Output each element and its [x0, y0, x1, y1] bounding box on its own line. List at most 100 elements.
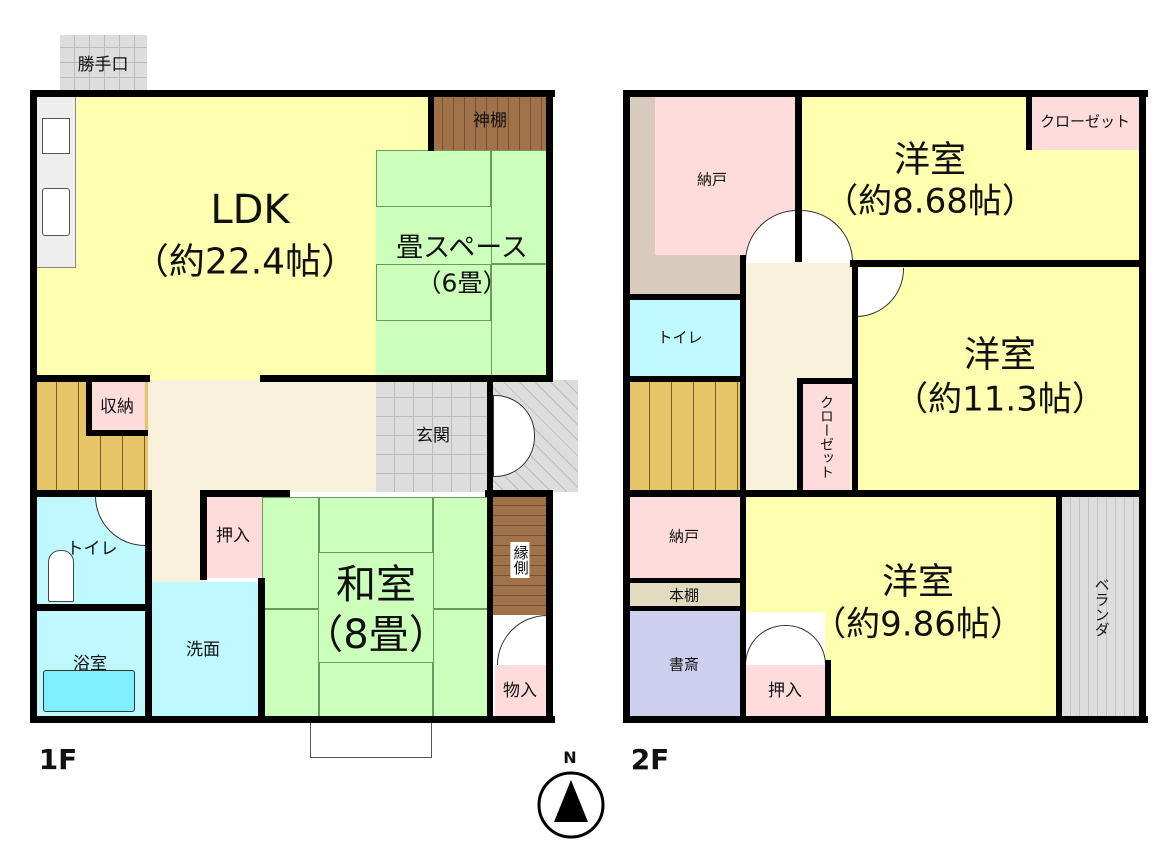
wall: [623, 716, 1148, 723]
wall: [200, 490, 290, 497]
western-2-size: （約11.3帖）: [894, 379, 1106, 420]
wall: [1056, 497, 1062, 723]
wall: [485, 490, 553, 497]
bookshelf-label: 本棚: [668, 586, 700, 605]
wall: [623, 294, 743, 300]
oshiire-label: 押入: [768, 681, 802, 702]
tatami-mat: [319, 497, 433, 553]
nando-top-label: 納戸: [696, 170, 728, 189]
compass-n-label: N: [563, 747, 577, 767]
washitsu-room: [262, 497, 490, 718]
wall: [30, 716, 555, 723]
closet-2f-1: [1030, 95, 1140, 150]
wall: [623, 490, 1146, 497]
study-room: [628, 610, 740, 718]
storage-room: [90, 382, 145, 432]
tatami-mat: [433, 497, 490, 609]
toilet-2f-label: トイレ: [657, 328, 703, 347]
veranda: [1062, 497, 1140, 718]
stairs-2f: [628, 380, 740, 492]
wall: [623, 90, 1148, 97]
hallway-1f: [148, 380, 376, 492]
wall: [1139, 90, 1146, 723]
floor-2f-label: 2F: [630, 742, 670, 776]
monoire: [495, 665, 548, 718]
wall: [30, 490, 150, 497]
closet-2f-2: [802, 382, 850, 492]
kamidana-label: 神棚: [473, 111, 507, 132]
kamidana-area: [432, 95, 548, 150]
tatami-space-label: 畳スペース: [396, 232, 528, 264]
entrance-label: 玄関: [416, 426, 450, 447]
stove-icon: [42, 118, 70, 154]
washroom-label: 洗面: [186, 640, 220, 661]
western-3-label: 洋室: [881, 561, 955, 603]
veranda-label: ベランダ: [1092, 577, 1111, 637]
closet-1f-label: 押入: [216, 526, 250, 547]
western-1-size: （約8.68帖）: [824, 181, 1036, 222]
tatami-space-size: （6畳）: [416, 268, 508, 298]
wall: [260, 375, 553, 382]
ldk-room: [35, 95, 433, 380]
closet-1f: [205, 497, 262, 578]
sink-icon: [42, 188, 70, 236]
nando-bottom-label: 納戸: [668, 527, 700, 546]
bathtub: [43, 670, 135, 712]
hallway-1f-lower: [148, 490, 205, 582]
wall: [30, 90, 37, 723]
wall: [623, 90, 630, 723]
washitsu-label: 和室: [336, 562, 416, 608]
wall: [1026, 95, 1032, 150]
wall: [740, 497, 746, 723]
ldk-size: （約22.4帖）: [132, 241, 358, 283]
wall: [623, 578, 743, 583]
bookshelf: [628, 582, 740, 608]
western-1-label: 洋室: [893, 139, 967, 181]
entrance-room: [376, 380, 490, 492]
wall: [546, 490, 553, 723]
wall: [428, 95, 434, 151]
toilet-label: トイレ: [66, 539, 118, 560]
nando-bottom: [628, 497, 740, 578]
tatami-mat: [376, 150, 491, 207]
wall: [487, 490, 493, 723]
bath-label: 浴室: [73, 654, 107, 675]
bay-window: [310, 722, 432, 758]
study-label: 書斎: [668, 655, 700, 674]
wall: [740, 380, 746, 497]
wall: [30, 90, 555, 97]
oshiire-2f: [745, 665, 825, 718]
wall: [86, 430, 148, 436]
toilet-icon: [48, 550, 74, 602]
wall: [797, 378, 803, 496]
wall: [795, 90, 802, 262]
engawa-label: 縁側: [510, 542, 530, 578]
back-door-label: 勝手口: [77, 55, 129, 76]
wall: [546, 90, 553, 380]
wall: [487, 380, 493, 492]
wall: [797, 378, 855, 384]
wall: [850, 260, 1146, 267]
tatami-mat: [319, 662, 433, 718]
ldk-label: LDK: [210, 187, 290, 233]
closet-2-label: クローゼット: [818, 395, 835, 479]
wall: [825, 660, 831, 723]
washitsu-size: （8畳）: [303, 612, 449, 658]
washroom: [150, 582, 262, 718]
engawa: [492, 497, 548, 615]
wall: [86, 378, 92, 434]
wall: [200, 490, 207, 580]
western-3-size: （約9.86帖）: [812, 604, 1024, 645]
closet-1-label: クローゼット: [1039, 112, 1131, 131]
wall: [740, 255, 746, 380]
western-room-2: [855, 265, 1140, 492]
wall: [623, 606, 743, 611]
compass-icon: [537, 771, 605, 839]
wall: [623, 376, 743, 382]
floor-1f-label: 1F: [38, 742, 78, 776]
back-door-area: [60, 35, 147, 92]
wall: [30, 604, 150, 611]
tatami-mat: [262, 497, 319, 609]
monoire-label: 物入: [503, 681, 537, 702]
